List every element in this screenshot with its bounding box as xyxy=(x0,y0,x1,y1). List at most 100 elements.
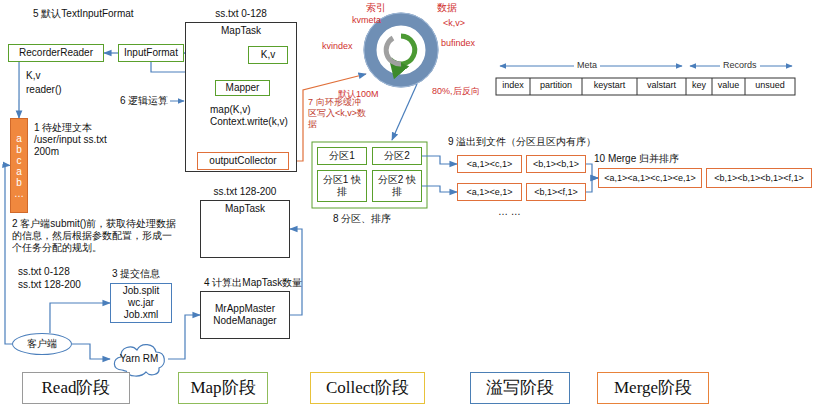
buffer-label: 默认100M xyxy=(338,89,379,100)
flow-arrow xyxy=(50,303,110,333)
collector-box: outputCollector xyxy=(197,152,289,170)
table-cell: valstart xyxy=(637,80,686,91)
step-note: 10 Merge 归并排序 xyxy=(594,153,679,165)
node-text: Read阶段 xyxy=(40,378,113,398)
phase-box: Collect阶段 xyxy=(310,372,425,404)
buffer-label: 80%,后反向 xyxy=(432,86,480,97)
step-note: 4 计算出MapTask数量 xyxy=(204,277,302,289)
table-cell: index xyxy=(496,80,530,91)
phase-box: Map阶段 xyxy=(178,372,268,404)
node-text: a b c a b … xyxy=(14,133,24,199)
split-label: ss.txt 128-200 xyxy=(18,279,81,291)
node-text: <a,1><e,1> xyxy=(464,187,514,198)
flow-arrow xyxy=(422,156,457,164)
node-text: Yarn RM xyxy=(118,353,161,365)
mapper-box: Mapper xyxy=(215,80,270,96)
flow-arrow xyxy=(168,315,200,359)
node-text: outputCollector xyxy=(207,155,278,167)
node-text: 分区2 xyxy=(382,150,412,162)
flow-arrow xyxy=(586,178,598,192)
phase-box: 溢写阶段 xyxy=(470,372,570,404)
table-cell: keystart xyxy=(582,80,637,91)
node-text: Map阶段 xyxy=(188,378,257,398)
buffer-label: bufindex xyxy=(441,38,475,49)
node-text: RecorderReader xyxy=(17,47,95,59)
merge-file: <b,1><b,1><b,1><f,1> xyxy=(706,168,812,188)
flow-label: reader() xyxy=(26,84,62,96)
job-files-box: Job.split wc.jar Job.xml xyxy=(110,283,172,323)
flow-arrow xyxy=(422,186,457,192)
input-file: a b c a b … xyxy=(10,118,28,213)
node-text: 分区1 快排 xyxy=(318,174,366,198)
partition-frame xyxy=(312,142,427,208)
buffer-label: kvmeta xyxy=(352,15,381,26)
flow-arrow xyxy=(104,52,118,53)
node-text: Mapper xyxy=(224,82,262,94)
step-note: 6 逻辑运算 xyxy=(120,95,168,107)
span-label: Records xyxy=(720,60,760,71)
node-text: MapTask xyxy=(223,203,267,215)
note-text: 5 默认TextInputFormat xyxy=(33,8,134,20)
partition-cell: 分区1 xyxy=(317,147,367,165)
logic-pointer xyxy=(170,101,184,102)
flow-label: K,v xyxy=(26,70,40,82)
table-cell: key xyxy=(686,80,712,91)
node-text: MrAppMaster NodeManager xyxy=(201,303,289,327)
reader-box: RecorderReader xyxy=(8,44,104,62)
table-cell: value xyxy=(712,80,745,91)
split-label: ss.txt 0-128 xyxy=(18,266,70,278)
buffer-label: 索引 xyxy=(366,2,386,14)
step-note: 7 向环形缓冲区写入<k,v>数据 xyxy=(308,97,366,129)
node-text: <b,1><b,1> xyxy=(531,159,581,170)
node-text: 溢写阶段 xyxy=(484,378,556,398)
maptask-box: ss.txt 0-128MapTaskK,vMapperoutputCollec… xyxy=(185,22,297,172)
app-master-box: MrAppMaster NodeManager xyxy=(200,291,290,339)
ellipsis: … … xyxy=(498,206,521,218)
spill-file: <a,1><c,1> xyxy=(457,155,522,173)
node-text: InputFormat xyxy=(122,47,180,59)
sort-cell: 分区1 快排 xyxy=(317,170,367,202)
spill-file: <b,1><b,1> xyxy=(526,155,586,173)
spill-file: <b,1><f,1> xyxy=(526,183,586,201)
flow-arrow xyxy=(72,344,110,359)
spill-file: <a,1><e,1> xyxy=(457,183,522,201)
node-text: <b,1><f,1> xyxy=(532,187,580,198)
kv-box: K,v xyxy=(248,46,288,64)
table-cell: unsued xyxy=(745,80,795,91)
flow-arrow xyxy=(586,164,598,178)
flow-arrow xyxy=(18,62,19,118)
node-heading: ss.txt 128-200 xyxy=(212,186,279,198)
node-heading: ss.txt 0-128 xyxy=(213,8,269,20)
node-text: Merge阶段 xyxy=(612,378,694,398)
ring-outer xyxy=(370,19,432,81)
connectors xyxy=(5,53,598,359)
step-note: 3 提交信息 xyxy=(112,268,160,280)
node-text: <a,1><a,1><c,1><e,1> xyxy=(602,173,698,184)
buffer-label: kvindex xyxy=(322,41,353,52)
node-text: 分区2 快排 xyxy=(373,174,421,198)
buffer-label: <k,v> xyxy=(443,18,465,29)
meta-table xyxy=(496,78,795,95)
flow-arrow xyxy=(290,229,302,315)
node-text: K,v xyxy=(259,49,277,61)
phase-box: Read阶段 xyxy=(22,372,130,404)
client-ellipse: 客户端 xyxy=(12,333,72,355)
step-note: 9 溢出到文件（分区且区内有序） xyxy=(448,136,596,148)
maptask-box: ss.txt 128-200MapTask xyxy=(200,200,290,258)
buffer-label: 数据 xyxy=(437,2,457,14)
step-note: 2 客户端submit()前，获取待处理数据的信息，然后根据参数配置，形成一个任… xyxy=(12,218,180,254)
node-text: <b,1><b,1><b,1><f,1> xyxy=(712,173,806,184)
span-label: Meta xyxy=(574,60,600,71)
node-text: Job.split wc.jar Job.xml xyxy=(111,285,171,321)
sort-cell: 分区2 快排 xyxy=(372,170,422,202)
node-text: 客户端 xyxy=(25,338,59,350)
node-text: MapTask xyxy=(219,25,263,37)
partition-cell: 分区2 xyxy=(372,147,422,165)
node-text: <a,1><c,1> xyxy=(465,159,515,170)
step-note: 8 分区、排序 xyxy=(333,213,391,225)
code-note: map(K,v) Context.write(k,v) xyxy=(210,104,296,128)
merge-file: <a,1><a,1><c,1><e,1> xyxy=(598,168,702,188)
node-text: Collect阶段 xyxy=(324,378,411,398)
spill-arrow xyxy=(392,84,417,140)
